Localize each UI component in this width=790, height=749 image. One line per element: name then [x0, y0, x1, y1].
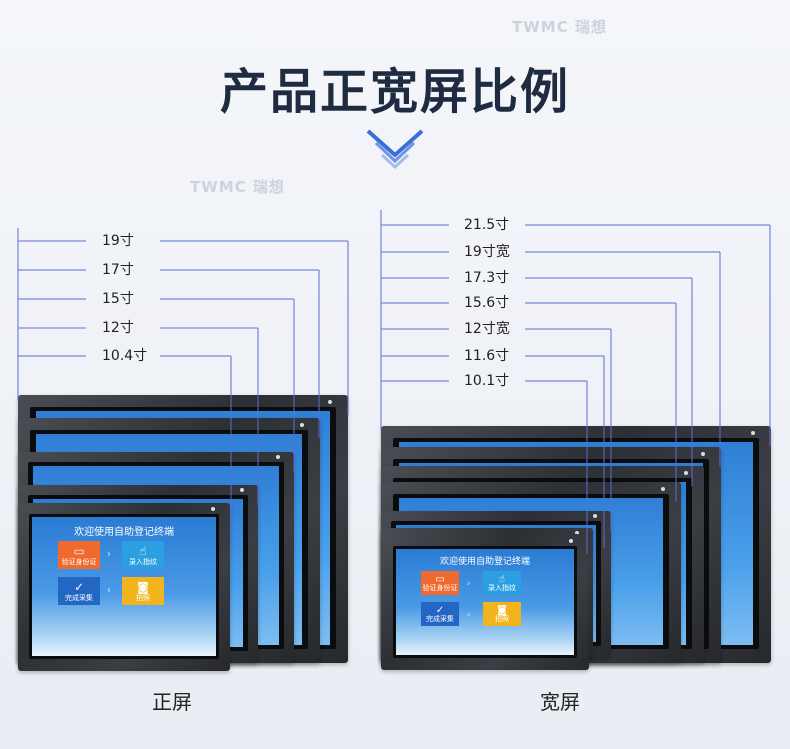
tile-id-card[interactable]: ▭验证身份证 — [58, 541, 100, 569]
tile-label: 完成采集 — [426, 615, 454, 623]
chevron-right-icon: › — [107, 549, 111, 561]
tile-label: 完成采集 — [65, 594, 93, 602]
tile-label: 验证身份证 — [61, 558, 97, 566]
watermark: TWMC 瑞想 — [190, 178, 285, 196]
chevron-left-icon: ‹ — [107, 585, 111, 597]
size-label: 17寸 — [102, 262, 134, 278]
size-label: 19寸宽 — [464, 244, 510, 260]
tile-label: 验证身份证 — [422, 584, 458, 592]
hand-icon: ☝ — [498, 573, 506, 585]
camera-dot — [661, 487, 665, 491]
tile-hand[interactable]: ☝录入指纹 — [122, 541, 164, 569]
tile-label: 拍照 — [136, 594, 150, 602]
camera-dot — [328, 400, 332, 404]
id-card-icon: ▭ — [73, 544, 85, 559]
camera-dot — [569, 539, 573, 543]
chevron-left-icon: ‹ — [467, 609, 471, 620]
camera-dot — [575, 531, 579, 535]
camera-icon: ◙ — [497, 604, 507, 616]
camera-dot — [684, 471, 688, 475]
size-label: 10.1寸 — [464, 373, 510, 389]
camera-dot — [300, 423, 304, 427]
tile-hand[interactable]: ☝录入指纹 — [483, 571, 521, 595]
check-icon: ✓ — [435, 604, 445, 616]
camera-icon: ◙ — [137, 580, 149, 595]
tile-id-card[interactable]: ▭验证身份证 — [421, 571, 459, 595]
tile-label: 录入指纹 — [488, 584, 516, 592]
camera-dot — [751, 431, 755, 435]
camera-dot — [240, 488, 244, 492]
tile-check[interactable]: ✓完成采集 — [58, 577, 100, 605]
tile-camera[interactable]: ◙拍照 — [122, 577, 164, 605]
size-label: 19寸 — [102, 233, 134, 249]
camera-dot — [211, 507, 215, 511]
tablet-device: 欢迎使用自助登记终端 ▭验证身份证 ☝录入指纹 ✓完成采集 ◙拍照 › ‹ — [18, 503, 230, 671]
id-card-icon: ▭ — [435, 573, 445, 585]
hand-icon: ☝ — [139, 544, 147, 559]
size-label: 12寸 — [102, 320, 134, 336]
tablet-device: 欢迎使用自助登记终端 ▭验证身份证 ☝录入指纹 ✓完成采集 ◙拍照 › ‹ — [381, 534, 589, 670]
size-label: 15寸 — [102, 291, 134, 307]
size-label: 10.4寸 — [102, 348, 148, 364]
app-title: 欢迎使用自助登记终端 — [74, 527, 174, 538]
page-title: 产品正宽屏比例 — [219, 64, 570, 120]
chevron-down-icon — [366, 129, 424, 170]
tile-check[interactable]: ✓完成采集 — [421, 602, 459, 626]
tile-label: 录入指纹 — [129, 558, 157, 566]
tile-camera[interactable]: ◙拍照 — [483, 602, 521, 626]
check-icon: ✓ — [74, 580, 84, 595]
chevron-right-icon: › — [467, 578, 471, 589]
app-screen: 欢迎使用自助登记终端 ▭验证身份证 ☝录入指纹 ✓完成采集 ◙拍照 › ‹ — [32, 517, 216, 656]
size-label: 11.6寸 — [464, 348, 510, 364]
tile-label: 拍照 — [495, 615, 509, 623]
app-screen: 欢迎使用自助登记终端 ▭验证身份证 ☝录入指纹 ✓完成采集 ◙拍照 › ‹ — [396, 549, 574, 655]
camera-dot — [593, 514, 597, 518]
wide-caption: 宽屏 — [540, 690, 580, 714]
camera-dot — [276, 455, 280, 459]
camera-dot — [701, 452, 705, 456]
size-label: 17.3寸 — [464, 270, 510, 286]
watermark: TWMC 瑞想 — [512, 18, 607, 36]
standard-caption: 正屏 — [152, 690, 192, 714]
size-label: 12寸宽 — [464, 321, 510, 337]
size-label: 15.6寸 — [464, 295, 510, 311]
app-title: 欢迎使用自助登记终端 — [439, 557, 530, 567]
size-label: 21.5寸 — [464, 217, 510, 233]
